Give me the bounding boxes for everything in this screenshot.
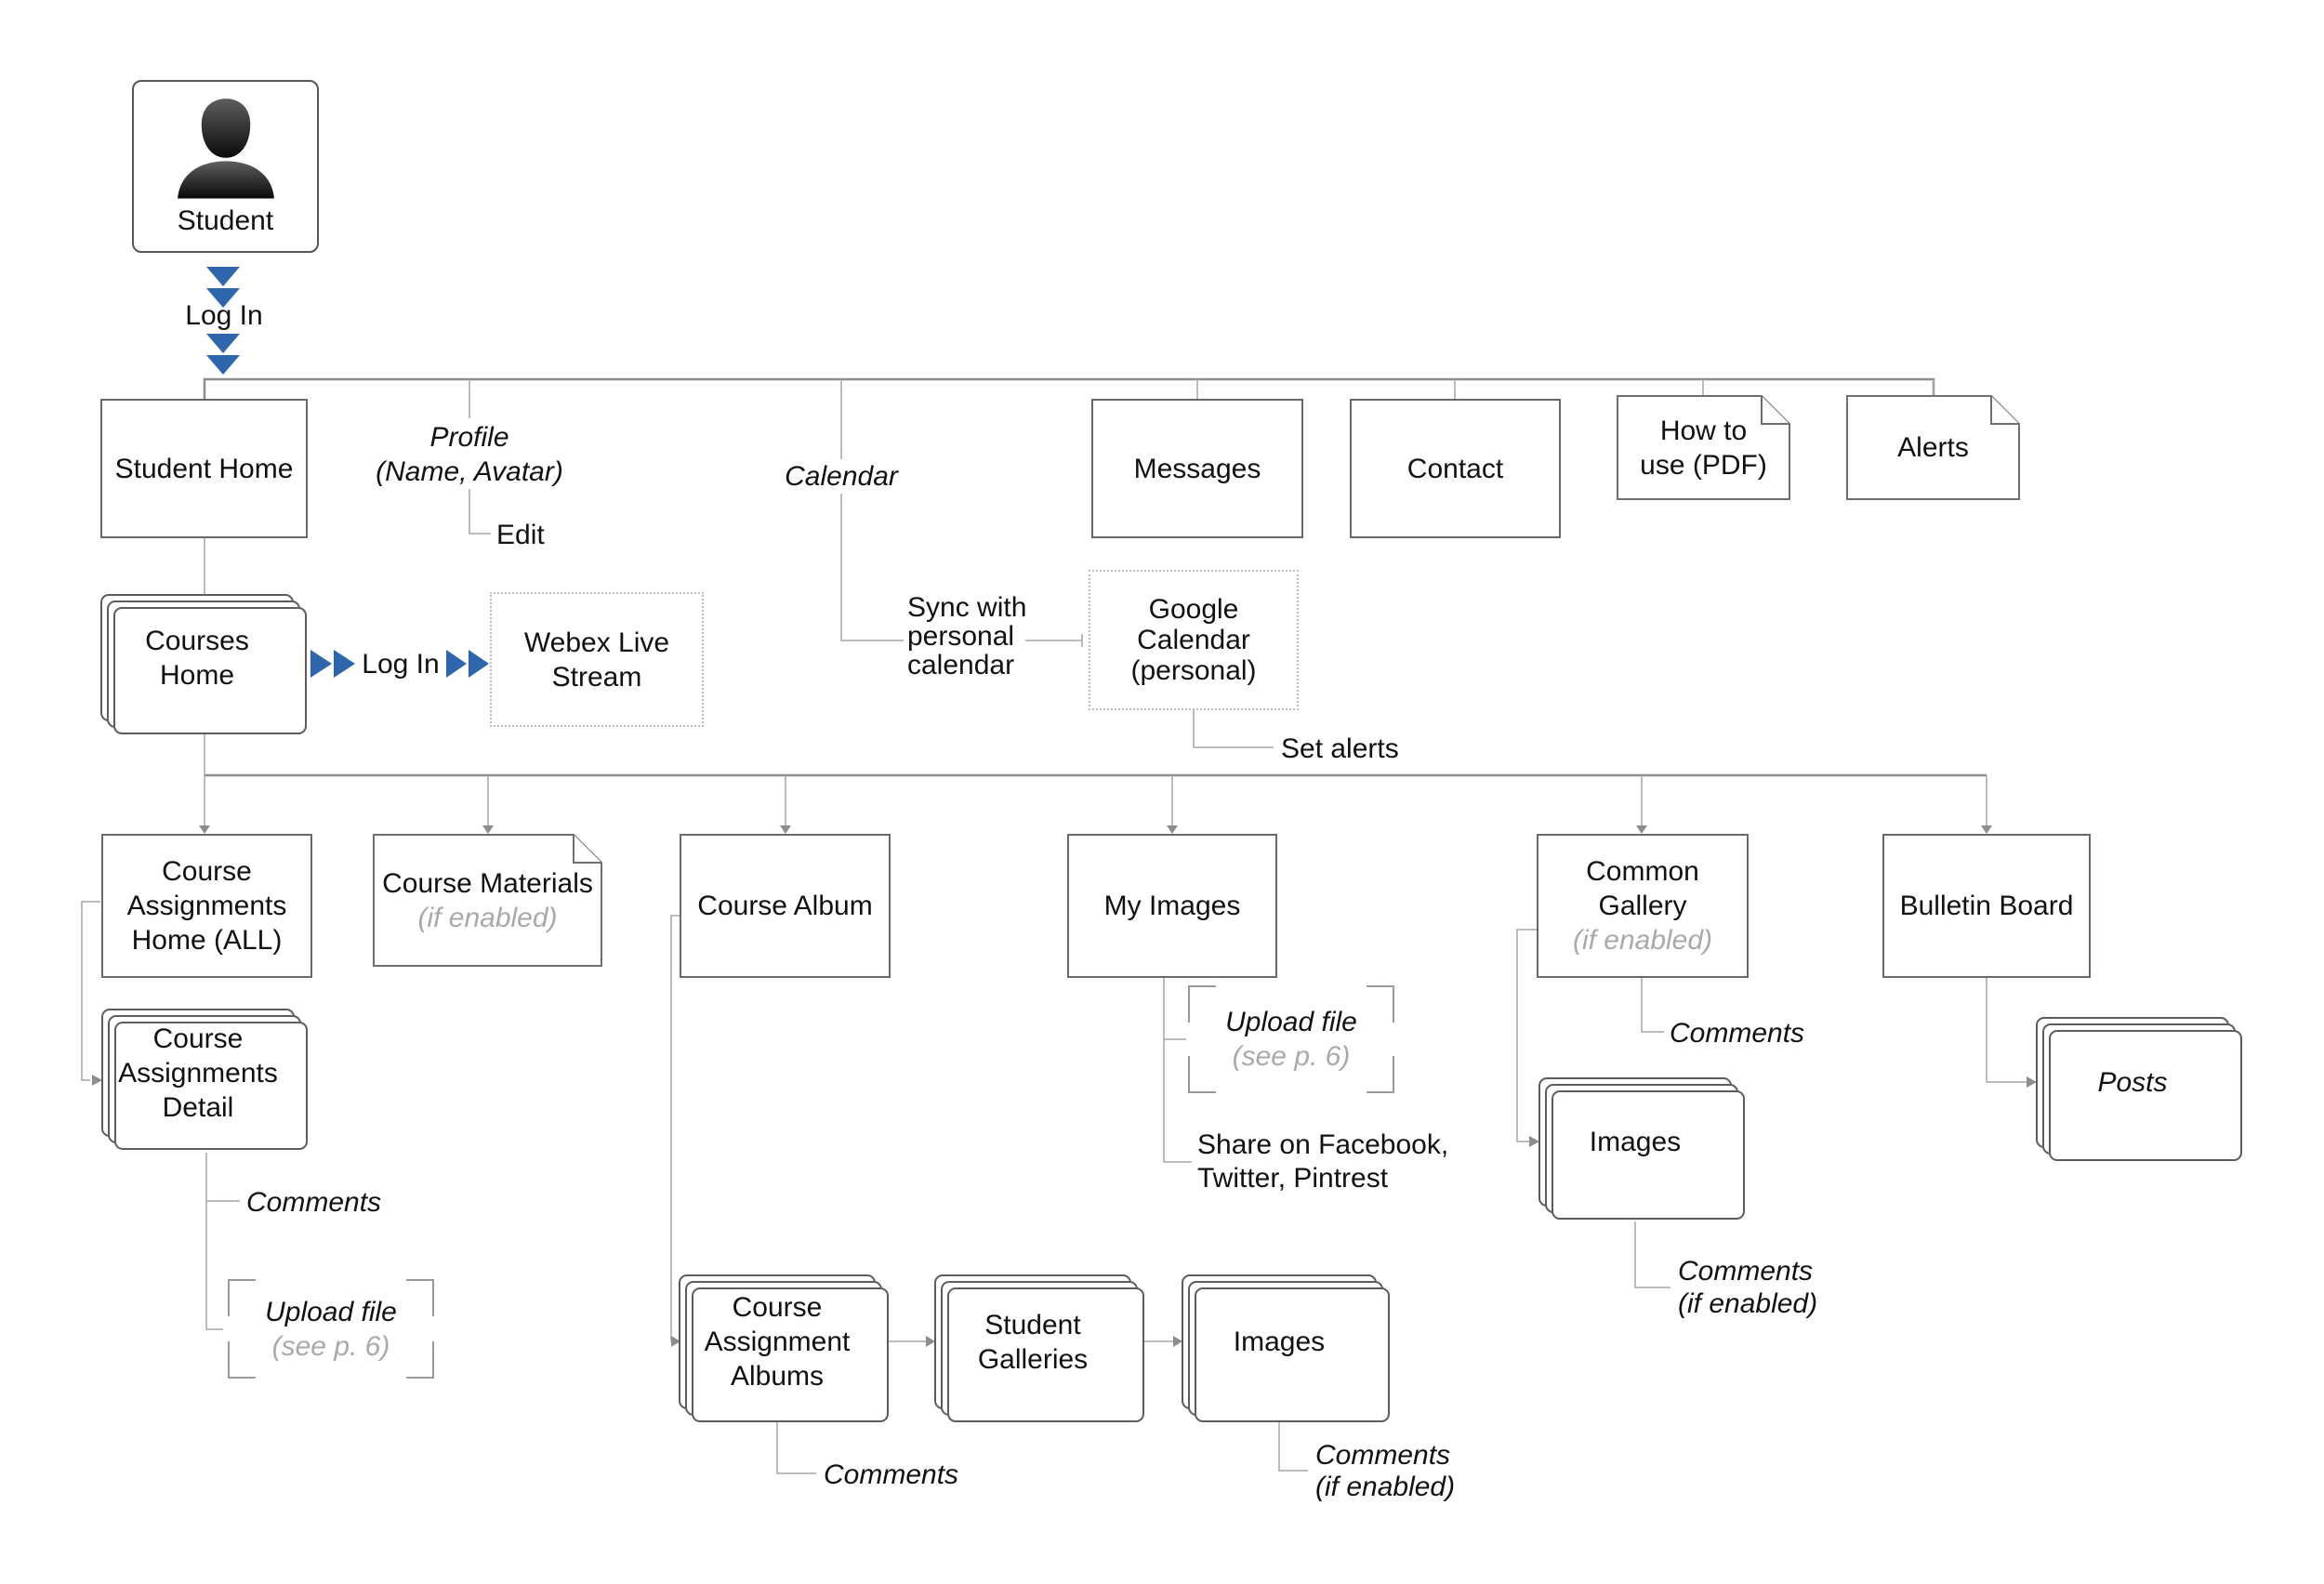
upload-file-images-note: (see p. 6)	[1232, 1041, 1351, 1072]
bulletin-board-box: Bulletin Board	[1882, 834, 2091, 978]
course-materials-doc: Course Materials (if enabled)	[373, 834, 602, 967]
share-social-label: Share on Facebook, Twitter, Pintrest	[1197, 1129, 1448, 1195]
bracket-corner	[1367, 985, 1394, 1023]
bracket-corner	[228, 1341, 256, 1379]
common-gallery-label: Common Gallery	[1586, 856, 1699, 921]
gallery-images-label: Images	[1589, 1127, 1682, 1157]
login-top-label: Log In	[185, 300, 263, 331]
images-bottom-box: Images	[1182, 1274, 1390, 1422]
bulletin-board-label: Bulletin Board	[1899, 891, 2074, 921]
contact-box: Contact	[1350, 399, 1561, 538]
comments-images-bottom-label: Comments (if enabled)	[1315, 1440, 1455, 1503]
posts-label: Posts	[2097, 1067, 2168, 1098]
student-label: Student	[177, 205, 274, 236]
student-galleries-box: Student Galleries	[934, 1274, 1144, 1422]
google-calendar-box: Google Calendar (personal)	[1089, 570, 1299, 710]
upload-file-images-bracket: Upload file (see p. 6)	[1188, 985, 1394, 1093]
messages-box: Messages	[1091, 399, 1303, 538]
how-to-use-label: How to use (PDF)	[1640, 415, 1767, 481]
comments-ib-line2: (if enabled)	[1315, 1472, 1456, 1502]
my-images-label: My Images	[1103, 891, 1241, 921]
student-home-label: Student Home	[114, 453, 294, 484]
branch-lines	[81, 379, 2027, 1474]
course-assignments-detail-label: Course Assignments Detail	[118, 1023, 278, 1123]
sync-calendar-label: Sync with personal calendar	[907, 592, 1027, 680]
bracket-corner	[406, 1279, 434, 1316]
common-gallery-box: Common Gallery (if enabled)	[1537, 834, 1749, 978]
courses-home-label: Courses Home	[145, 625, 249, 691]
set-alerts-label: Set alerts	[1281, 733, 1399, 764]
comments-detail-label: Comments	[246, 1187, 382, 1218]
document-shape-icon	[373, 834, 602, 967]
course-assignment-albums-box: Course Assignment Albums	[679, 1274, 889, 1422]
course-materials-label: Course Materials	[382, 867, 593, 899]
share-line2: Twitter, Pintrest	[1197, 1163, 1389, 1194]
course-album-label: Course Album	[697, 891, 873, 921]
webex-live-stream-box: Webex Live Stream	[490, 592, 704, 727]
student-card: Student	[132, 80, 319, 253]
arrowhead-ticks	[92, 825, 2037, 1347]
student-home-box: Student Home	[100, 399, 308, 538]
webex-label: Webex Live Stream	[523, 627, 670, 693]
calendar-label: Calendar	[767, 459, 916, 494]
double-arrow-down-icon	[206, 267, 240, 375]
upload-file-detail-bracket: Upload file (see p. 6)	[228, 1279, 434, 1379]
alerts-label: Alerts	[1897, 432, 1969, 463]
how-to-use-doc: How to use (PDF)	[1617, 395, 1790, 500]
my-images-box: My Images	[1067, 834, 1277, 978]
upload-file-images-label: Upload file	[1225, 1007, 1357, 1037]
posts-box: Posts	[2036, 1017, 2242, 1161]
comments-gi-line2: (if enabled)	[1678, 1288, 1818, 1319]
course-assignment-albums-label: Course Assignment Albums	[704, 1292, 851, 1392]
student-galleries-label: Student Galleries	[977, 1309, 1089, 1375]
login-mid-label: Log In	[362, 649, 440, 680]
course-assignments-home-box: Course Assignments Home (ALL)	[101, 834, 312, 978]
upload-file-detail-note: (see p. 6)	[271, 1330, 390, 1362]
course-assignments-detail-box: Course Assignments Detail	[101, 1009, 308, 1150]
comments-gallery-images-label: Comments (if enabled)	[1678, 1255, 1817, 1320]
bracket-corner	[406, 1341, 434, 1379]
bracket-corner	[228, 1279, 256, 1316]
upload-file-detail-label: Upload file	[265, 1296, 397, 1327]
course-album-box: Course Album	[680, 834, 891, 978]
profile-label: Profile (Name, Avatar)	[363, 420, 576, 489]
user-avatar-icon	[177, 99, 274, 199]
course-materials-note: (if enabled)	[417, 902, 558, 933]
profile-line1: Profile	[429, 422, 509, 453]
alerts-doc: Alerts	[1846, 395, 2020, 500]
document-shape-icon	[1617, 395, 1790, 500]
courses-home-box: Courses Home	[100, 594, 307, 734]
edit-label: Edit	[496, 520, 545, 550]
document-shape-icon	[1846, 395, 2020, 500]
comments-gi-line1: Comments	[1678, 1256, 1814, 1287]
profile-line2: (Name, Avatar)	[376, 456, 563, 487]
bracket-corner	[1188, 1056, 1216, 1093]
messages-label: Messages	[1133, 453, 1261, 484]
course-assignments-home-label: Course Assignments Home (ALL)	[126, 856, 287, 956]
bracket-corner	[1188, 985, 1216, 1023]
comments-gallery-label: Comments	[1670, 1018, 1805, 1049]
contact-label: Contact	[1406, 453, 1504, 484]
comments-ib-line1: Comments	[1315, 1440, 1451, 1471]
google-calendar-label: Google Calendar (personal)	[1130, 594, 1257, 686]
gallery-images-box: Images	[1538, 1077, 1745, 1220]
common-gallery-note: (if enabled)	[1572, 925, 1713, 956]
bracket-corner	[1367, 1056, 1394, 1093]
comments-albums-label: Comments	[824, 1459, 959, 1490]
double-arrow-right-icon	[310, 650, 489, 678]
share-line1: Share on Facebook,	[1197, 1129, 1449, 1160]
images-bottom-label: Images	[1233, 1327, 1326, 1357]
